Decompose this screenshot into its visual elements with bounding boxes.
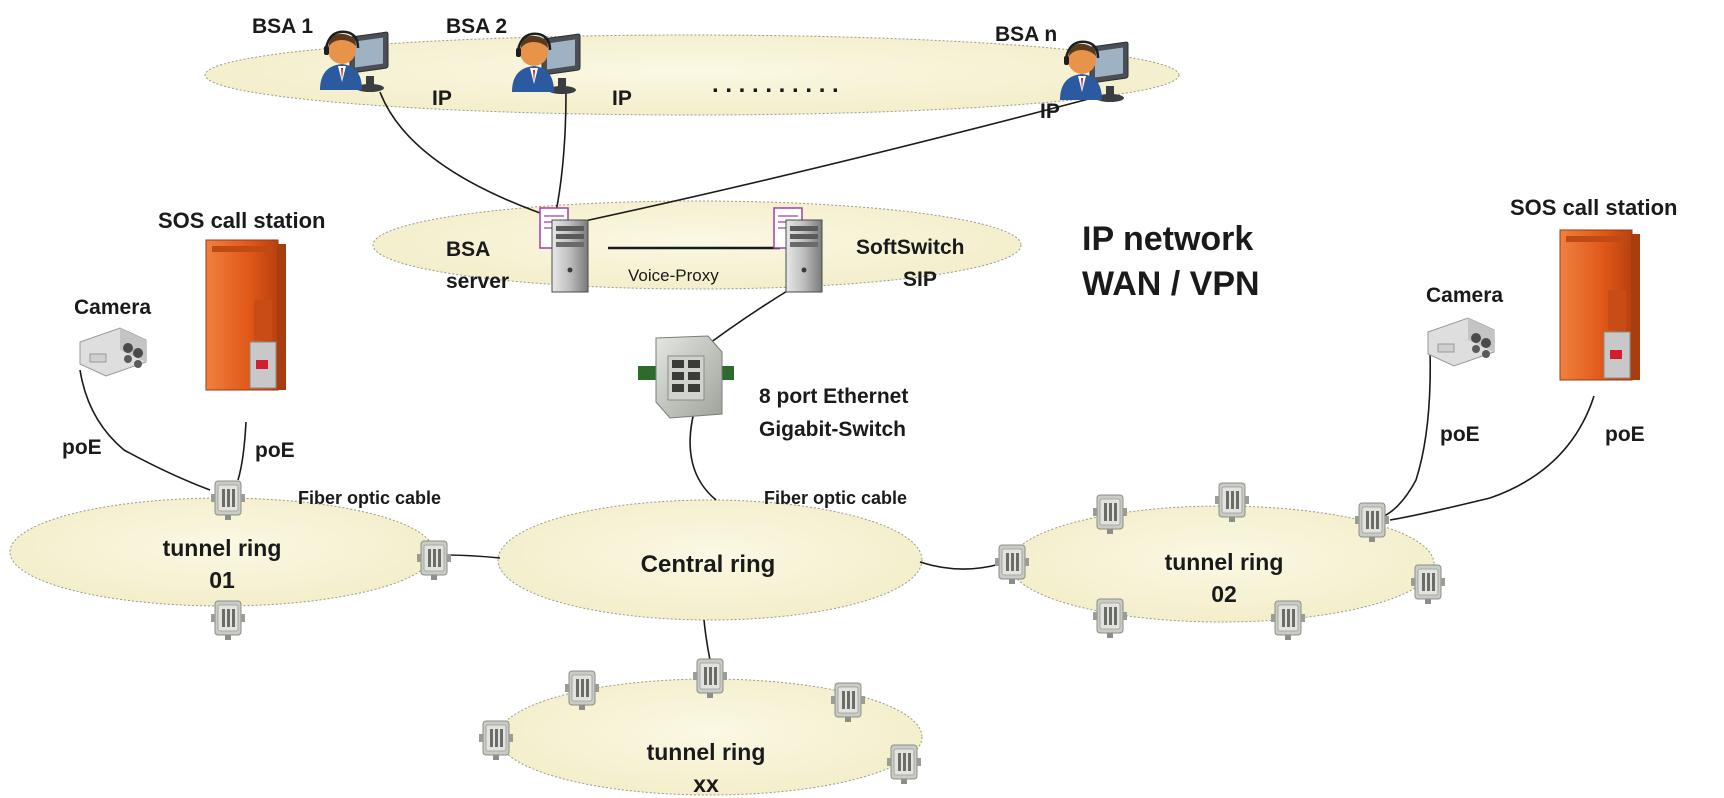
users-cloud xyxy=(204,34,1180,116)
network-node-icon xyxy=(416,540,452,581)
link-sos-right xyxy=(1389,395,1595,521)
network-node-icon xyxy=(692,658,728,699)
camera-label-right: Camera xyxy=(1426,284,1503,307)
fiber-label-center: Fiber optic cable xyxy=(764,488,907,508)
network-node-icon xyxy=(830,682,866,723)
link-central-ring02 xyxy=(919,561,1001,570)
network-node-icon xyxy=(1092,598,1128,639)
ring02-label-line1: tunnel ring xyxy=(1165,549,1284,575)
sos-label-left: SOS call station xyxy=(158,208,326,233)
network-node-icon xyxy=(210,480,246,521)
camera-label-left: Camera xyxy=(74,296,151,319)
poe-label-right-sos: poE xyxy=(1605,423,1645,446)
link-bsa2-server xyxy=(555,91,567,213)
user-label-bsa2: BSA 2 xyxy=(446,15,507,38)
link-bsa1-server xyxy=(379,91,561,221)
ip-network-title-line1: IP network xyxy=(1082,220,1253,258)
ip-label-bsan: IP xyxy=(1040,100,1060,123)
network-node-icon xyxy=(1270,600,1306,641)
sos-station-right-icon xyxy=(1559,229,1641,381)
ip-label-bsa1: IP xyxy=(432,87,452,110)
poe-label-right-camera: poE xyxy=(1440,423,1480,446)
bsa-server-label-line2: server xyxy=(446,270,509,293)
sos-station-left-icon xyxy=(205,239,287,391)
camera-right-icon xyxy=(1427,317,1495,367)
fiber-label-left: Fiber optic cable xyxy=(298,488,441,508)
voice-proxy-label: Voice-Proxy xyxy=(628,266,719,285)
network-node-icon xyxy=(1214,482,1250,523)
user-label-bsa1: BSA 1 xyxy=(252,15,313,38)
ip-network-title-line2: WAN / VPN xyxy=(1082,265,1260,303)
link-camera-right xyxy=(1379,349,1432,519)
central-ring-label: Central ring xyxy=(641,551,776,578)
link-bsan-server xyxy=(579,95,1101,223)
ethernet-switch-icon xyxy=(638,335,734,419)
poe-label-left-camera: poE xyxy=(62,436,102,459)
switch-label-line1: 8 port Ethernet xyxy=(759,385,908,408)
link-central-ring01 xyxy=(443,554,501,559)
user-label-bsan: BSA n xyxy=(995,23,1057,46)
camera-left-icon xyxy=(79,327,147,377)
ring02-label-line2: 02 xyxy=(1211,581,1237,607)
network-node-icon xyxy=(564,670,600,711)
network-node-icon xyxy=(886,744,922,785)
softswitch-label-line1: SoftSwitch xyxy=(856,236,965,259)
link-switch-central xyxy=(689,411,717,501)
users-ellipsis: . . . . . . . . . . xyxy=(712,71,839,98)
softswitch-label-line2: SIP xyxy=(903,268,937,291)
network-node-icon xyxy=(994,544,1030,585)
poe-label-left-sos: poE xyxy=(255,439,295,462)
network-node-icon xyxy=(1354,502,1390,543)
bsa-server-label-line1: BSA xyxy=(446,238,490,261)
ring01-label-line1: tunnel ring xyxy=(163,535,282,561)
switch-label-line2: Gigabit-Switch xyxy=(759,418,906,441)
sos-label-right: SOS call station xyxy=(1510,195,1678,220)
ip-label-bsa2: IP xyxy=(612,87,632,110)
network-node-icon xyxy=(210,600,246,641)
central-ring-ellipse xyxy=(497,499,923,621)
network-node-icon xyxy=(478,720,514,761)
link-camera-left xyxy=(79,369,211,491)
network-node-icon xyxy=(1092,494,1128,535)
connection-lines xyxy=(79,91,1595,661)
network-node-icon xyxy=(1410,564,1446,605)
server-cloud xyxy=(372,200,1022,290)
ringxx-label-line1: tunnel ring xyxy=(647,739,766,765)
ringxx-label-line2: xx xyxy=(693,771,719,797)
link-sos-left xyxy=(237,421,247,481)
ring01-label-line2: 01 xyxy=(209,567,235,593)
link-central-ringxx xyxy=(703,619,711,661)
